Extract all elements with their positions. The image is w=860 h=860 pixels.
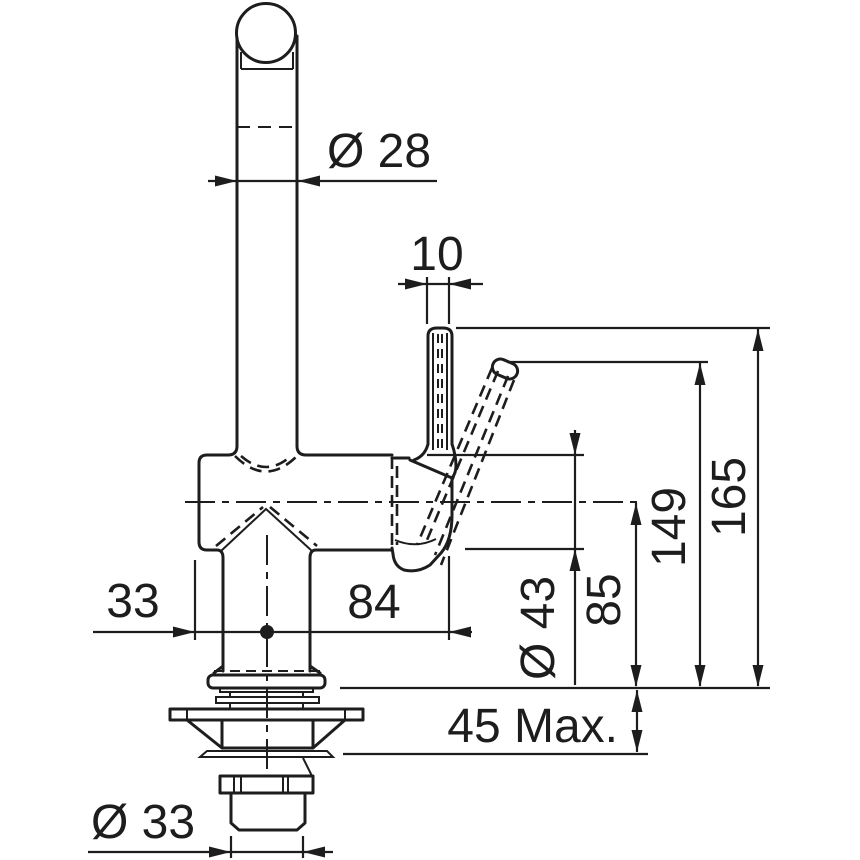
dim-label-axis-height: 85: [578, 573, 631, 626]
dim-label-body-diameter: Ø 43: [512, 576, 565, 680]
washer-plate: [197, 750, 336, 758]
spray-head: [390, 456, 454, 573]
threaded-shank: [229, 791, 307, 832]
dim-handle-diameter: 10: [398, 228, 483, 324]
fixing-nut: [218, 774, 315, 795]
dim-body-diameter: Ø 43: [427, 430, 584, 685]
dim-label-rear-offset: 33: [106, 575, 159, 628]
dim-label-handle-diameter: 10: [410, 228, 463, 281]
dim-label-handle-height: 149: [643, 487, 696, 567]
axis-reference-dot: [260, 625, 274, 639]
faucet-body: [197, 453, 394, 673]
dim-counter-thickness: 45 Max.: [340, 686, 770, 756]
dim-label-counter-thickness: 45 Max.: [447, 700, 618, 753]
spout-swivel-ball: [235, 2, 297, 64]
washer-nut-tick: [302, 757, 313, 777]
dim-label-total-height: 165: [703, 457, 756, 537]
dim-label-spout-reach: 84: [347, 576, 400, 629]
valve-cone-hidden: [215, 505, 318, 548]
dim-spout-diameter: Ø 28: [208, 125, 437, 187]
dim-axis-height: 85: [578, 503, 642, 687]
dim-total-height: 165: [456, 326, 770, 687]
spout-tube: [235, 34, 299, 448]
handle-lever-vertical: [412, 326, 458, 480]
dim-hole-diameter: Ø 33: [88, 796, 333, 858]
valve-cone-solid: [220, 507, 313, 552]
dim-label-hole-diameter: Ø 33: [91, 796, 195, 849]
ball-joint-hidden-arcs: [234, 455, 298, 473]
dim-label-spout-diameter: Ø 28: [327, 125, 431, 178]
tube-body-fillets: [226, 444, 308, 457]
dim-handle-height: 149: [507, 360, 708, 687]
ball-joint-hidden-arc-inner: [240, 455, 292, 469]
dim-offset-and-reach: 33 84: [93, 556, 472, 640]
spout-collar: [240, 52, 294, 70]
